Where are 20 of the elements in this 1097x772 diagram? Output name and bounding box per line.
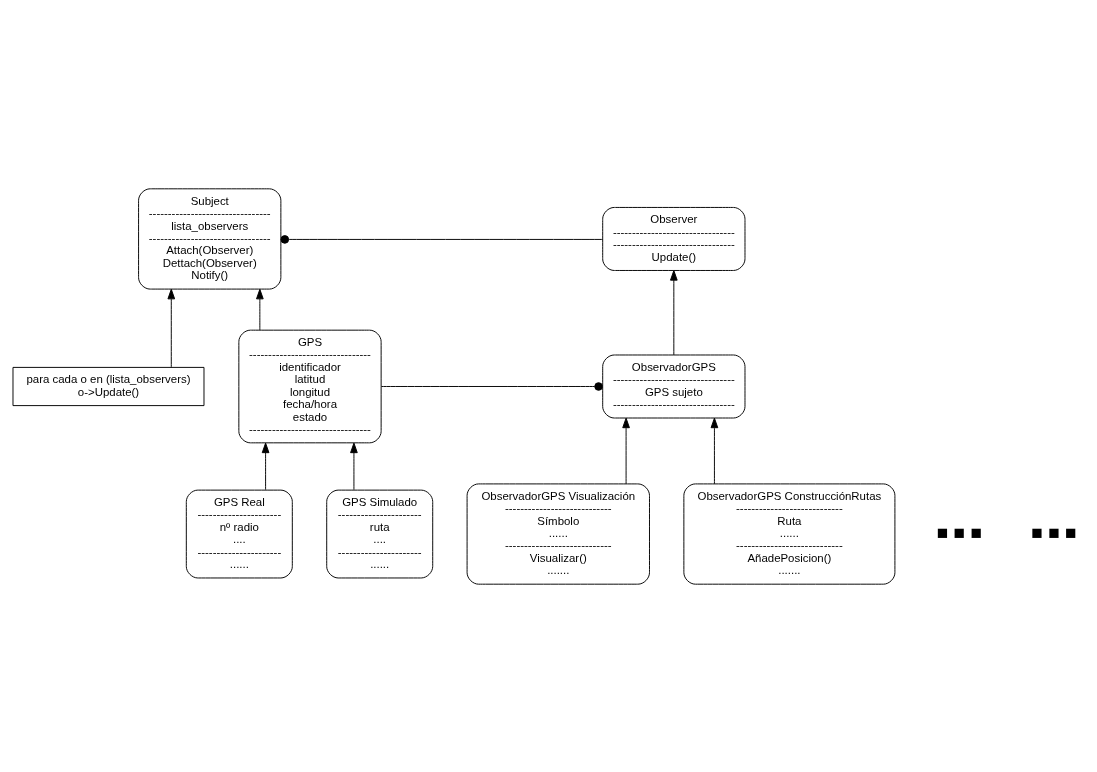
arrow xyxy=(622,417,630,484)
node-box: GPS -------------------------------- identificador latitud longitud fecha/hora estado -------------------------------- xyxy=(238,329,382,443)
arrow xyxy=(670,269,678,355)
connector xyxy=(280,234,604,244)
node-box: para cada o en (lista_observers) o->Update() xyxy=(12,366,205,406)
label: ■ ■ ■ xyxy=(936,521,982,543)
arrow xyxy=(350,442,358,490)
node-box: ObservadorGPS -------------------------------- GPS sujeto -------------------------------- xyxy=(602,354,746,418)
node-box: GPS Simulado ---------------------- ruta .... ---------------------- ...... xyxy=(326,489,434,578)
node-box: Subject -------------------------------- lista_observers -------------------------------- Attach(Observer) Dettach(Observer) Notify() xyxy=(138,187,282,290)
node-box: Observer -------------------------------- -------------------------------- Update() xyxy=(602,206,746,271)
arrow xyxy=(256,288,264,330)
arrow xyxy=(167,288,176,368)
arrow xyxy=(710,417,719,484)
node-box: GPS Real ---------------------- nº radio .... ---------------------- ...... xyxy=(185,489,293,578)
arrow xyxy=(261,442,270,490)
node-box: ObservadorGPS ConstrucciónRutas ---------------------------- Ruta ...... ---------------------------- AñadePosicion() ....... xyxy=(683,482,896,585)
node-box: ObservadorGPS Visualización ---------------------------- Símbolo ...... ---------------------------- Visualizar() ....... xyxy=(466,482,650,585)
connector xyxy=(380,381,603,391)
label: ■ ■ ■ xyxy=(1031,521,1077,543)
